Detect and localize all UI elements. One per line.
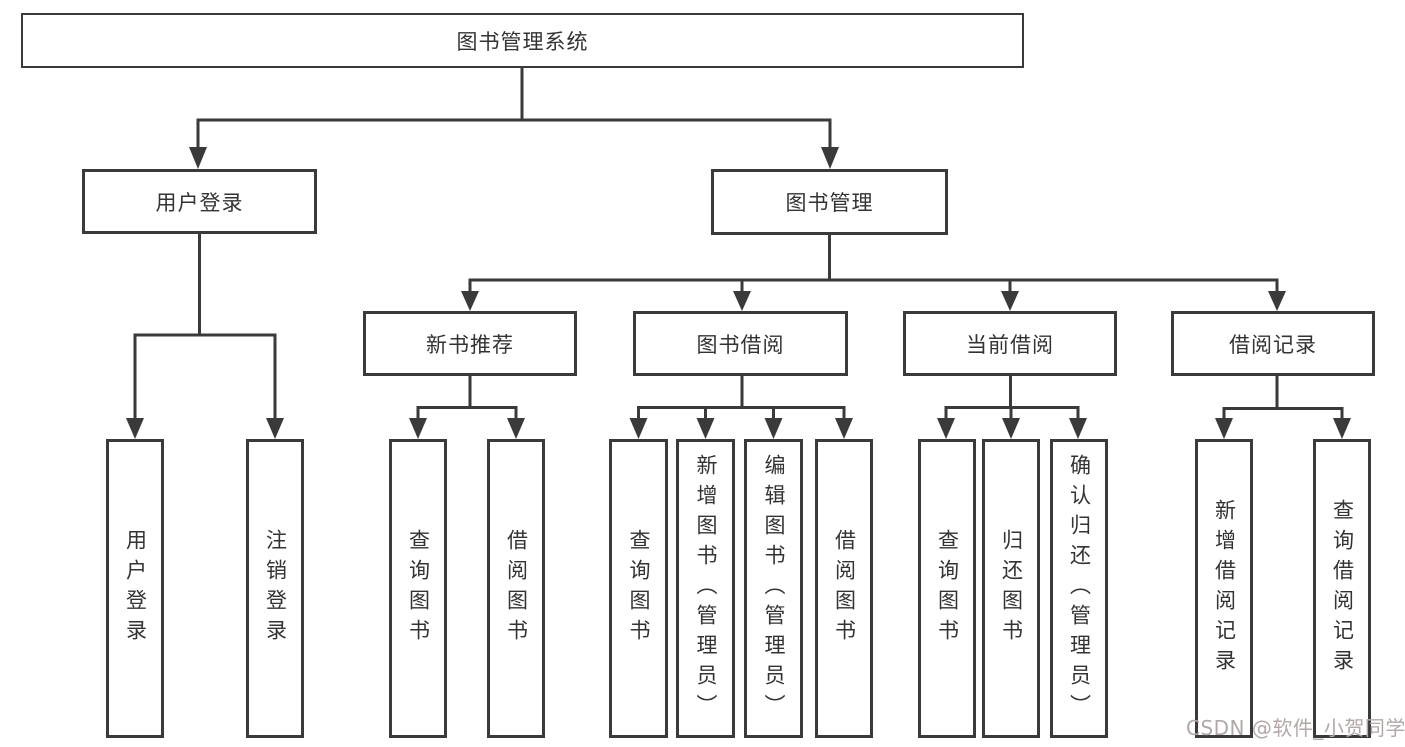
node-leaf-add-borrow-record: 新增借阅记录 xyxy=(1195,439,1253,738)
node-label: 新书推荐 xyxy=(426,332,514,357)
node-label: 借阅图书 xyxy=(832,528,857,649)
node-current-borrowing: 当前借阅 xyxy=(903,311,1117,376)
node-label: 查询借阅记录 xyxy=(1330,498,1355,679)
node-user-login: 用户登录 xyxy=(82,169,317,234)
node-leaf-query-books-recommend: 查询图书 xyxy=(389,439,447,738)
node-label: 查询图书 xyxy=(627,528,651,649)
node-label: 借阅图书 xyxy=(504,528,529,649)
node-label: 图书管理系统 xyxy=(456,29,589,54)
node-label: 编辑图书（管理员） xyxy=(762,453,786,724)
node-leaf-query-borrow-record: 查询借阅记录 xyxy=(1313,439,1371,738)
node-leaf-query-books-borrow: 查询图书 xyxy=(609,439,668,738)
node-leaf-confirm-return-admin: 确认归还（管理员） xyxy=(1050,439,1108,738)
node-label: 新增借阅记录 xyxy=(1212,498,1237,679)
node-leaf-return-books: 归还图书 xyxy=(982,439,1040,738)
node-label: 用户登录 xyxy=(155,190,244,215)
node-leaf-borrow-books-recommend: 借阅图书 xyxy=(487,439,545,738)
node-label: 图书借阅 xyxy=(696,332,785,357)
node-borrowing-records: 借阅记录 xyxy=(1171,311,1375,376)
node-label: 当前借阅 xyxy=(966,332,1054,357)
node-label: 借阅记录 xyxy=(1229,332,1317,357)
node-new-book-recommendation: 新书推荐 xyxy=(363,311,577,376)
node-label: 查询图书 xyxy=(406,528,431,649)
node-book-management: 图书管理 xyxy=(711,169,948,235)
node-label: 注销登录 xyxy=(263,528,288,649)
node-leaf-query-books-current: 查询图书 xyxy=(918,439,976,738)
node-label: 查询图书 xyxy=(935,528,960,649)
node-book-borrowing: 图书借阅 xyxy=(633,311,848,376)
node-leaf-add-book-admin: 新增图书（管理员） xyxy=(676,439,735,738)
node-label: 用户登录 xyxy=(123,528,148,649)
node-label: 新增图书（管理员） xyxy=(694,453,718,724)
node-leaf-logout: 注销登录 xyxy=(246,439,304,738)
node-library-management-system: 图书管理系统 xyxy=(21,13,1024,68)
node-label: 归还图书 xyxy=(999,528,1024,649)
node-label: 确认归还（管理员） xyxy=(1067,453,1092,724)
node-leaf-edit-book-admin: 编辑图书（管理员） xyxy=(744,439,803,738)
node-leaf-borrow-books: 借阅图书 xyxy=(815,439,873,738)
csdn-watermark: CSDN @软件_小贺同学 xyxy=(1186,716,1405,740)
node-label: 图书管理 xyxy=(785,191,874,215)
node-leaf-user-login: 用户登录 xyxy=(106,439,164,738)
